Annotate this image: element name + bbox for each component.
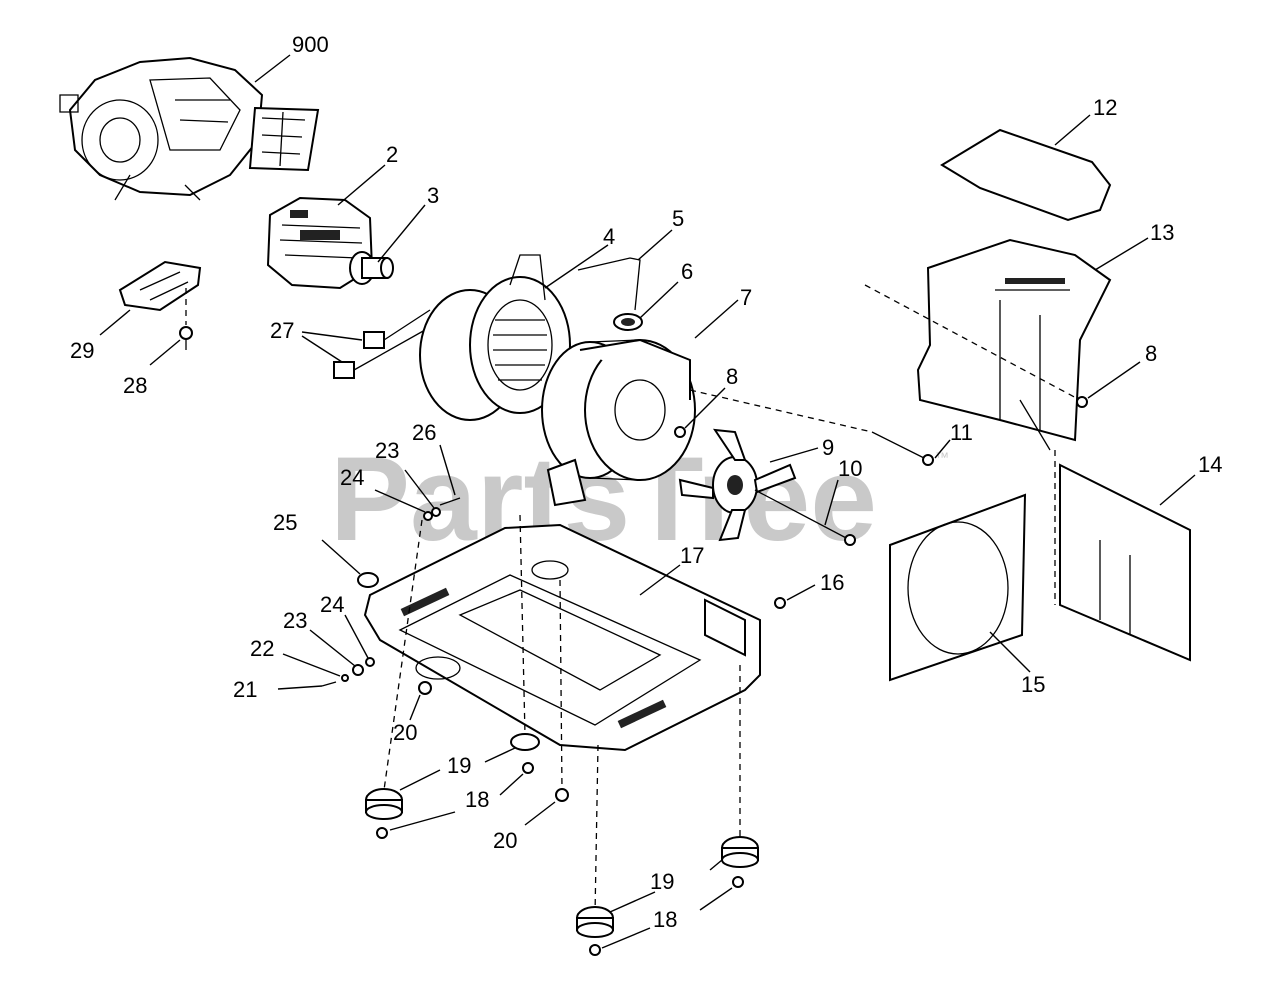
part-22-washer[interactable] — [341, 674, 349, 682]
part-7-blower-housing[interactable] — [541, 338, 696, 507]
part-25-cap[interactable] — [357, 572, 379, 588]
callout-17: 17 — [680, 543, 704, 568]
callout-27: 27 — [270, 318, 294, 343]
callout-25: 25 — [273, 510, 297, 535]
callout-20-upper: 20 — [393, 720, 417, 745]
part-20-screw-lower[interactable] — [555, 788, 569, 802]
callout-21: 21 — [233, 677, 257, 702]
part-12-top-panel[interactable] — [940, 128, 1112, 222]
callout-13: 13 — [1150, 220, 1174, 245]
callout-8-right: 8 — [1145, 341, 1157, 366]
part-27-connectors[interactable] — [333, 309, 431, 379]
callout-15: 15 — [1021, 672, 1045, 697]
part-24-nut-upper[interactable] — [423, 511, 433, 521]
part-24-nut-lower[interactable] — [365, 657, 375, 667]
callout-2: 2 — [386, 142, 398, 167]
callout-9: 9 — [822, 435, 834, 460]
part-15-fan-shroud[interactable] — [889, 493, 1027, 682]
part-16-screw[interactable] — [774, 597, 786, 609]
part-4-housing[interactable] — [419, 254, 571, 421]
part-28-screw[interactable] — [179, 326, 193, 350]
callout-28: 28 — [123, 373, 147, 398]
part-19-foot-1[interactable] — [510, 733, 540, 751]
callout-19-right: 19 — [650, 869, 674, 894]
part-14-side-panel[interactable] — [1059, 463, 1191, 662]
callout-18-right: 18 — [653, 907, 677, 932]
part-2-stator[interactable] — [266, 196, 374, 290]
callout-19-left: 19 — [447, 753, 471, 778]
part-6-grommet[interactable] — [613, 313, 643, 331]
callout-20-lower: 20 — [493, 828, 517, 853]
callout-6: 6 — [681, 259, 693, 284]
part-19-foot-4[interactable] — [576, 906, 614, 938]
callout-24-upper: 24 — [340, 465, 364, 490]
part-23-washer-lower[interactable] — [352, 664, 364, 676]
part-13-enclosure[interactable] — [916, 238, 1112, 451]
callout-18-left: 18 — [465, 787, 489, 812]
callout-8-center: 8 — [726, 364, 738, 389]
part-9-fan[interactable] — [678, 428, 797, 542]
part-8-screw-right[interactable] — [1076, 396, 1088, 408]
callout-900: 900 — [292, 32, 329, 57]
callout-5: 5 — [672, 206, 684, 231]
callout-3: 3 — [427, 183, 439, 208]
part-18-screw-2[interactable] — [376, 827, 388, 839]
callout-24-lower: 24 — [320, 592, 344, 617]
part-20-screw-upper[interactable] — [418, 681, 432, 695]
callout-22: 22 — [250, 636, 274, 661]
part-26-pin[interactable] — [439, 497, 461, 506]
part-18-screw-4[interactable] — [589, 944, 601, 956]
callout-12: 12 — [1093, 95, 1117, 120]
part-5-rod[interactable] — [577, 257, 641, 311]
part-11-bolt[interactable] — [871, 431, 934, 466]
part-3-rotor-shaft[interactable] — [349, 251, 394, 285]
part-29-bracket[interactable] — [118, 260, 202, 312]
part-18-screw-3[interactable] — [732, 876, 744, 888]
part-17-base-frame[interactable] — [363, 523, 761, 752]
callout-7: 7 — [740, 285, 752, 310]
part-10-shaft[interactable] — [754, 489, 856, 546]
callout-29: 29 — [70, 338, 94, 363]
callout-14: 14 — [1198, 452, 1222, 477]
part-23-washer-upper[interactable] — [431, 507, 441, 517]
callout-11: 11 — [950, 420, 973, 445]
part-19-foot-3[interactable] — [721, 836, 759, 868]
part-18-screw-1[interactable] — [522, 762, 534, 774]
part-900-engine-assembly[interactable] — [59, 56, 320, 201]
part-19-foot-2[interactable] — [365, 788, 403, 820]
callout-4: 4 — [603, 224, 615, 249]
callout-23-upper: 23 — [375, 438, 399, 463]
part-21-bolt[interactable] — [321, 681, 337, 687]
part-8-screw-center[interactable] — [674, 426, 686, 438]
callout-23-lower: 23 — [283, 608, 307, 633]
callout-26: 26 — [412, 420, 436, 445]
callout-10: 10 — [838, 456, 862, 481]
callout-16: 16 — [820, 570, 844, 595]
watermark-trademark: ™ — [935, 449, 949, 465]
